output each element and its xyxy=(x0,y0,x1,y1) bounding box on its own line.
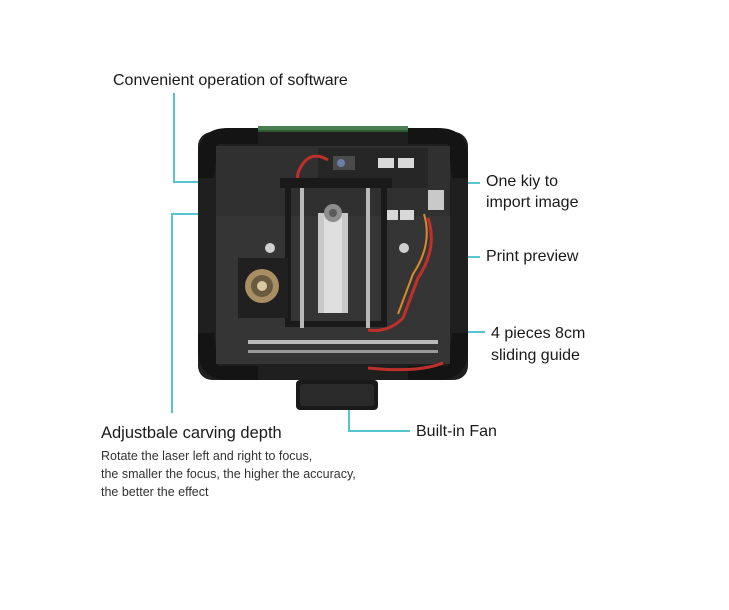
laser-engraver-image xyxy=(198,126,468,410)
red-wire xyxy=(294,154,329,189)
label-software: Convenient operation of software xyxy=(113,72,348,89)
label-import-line1: One kiy to xyxy=(486,173,559,190)
rail-bottom xyxy=(248,340,438,344)
label-guide-line1: 4 pieces 8cm xyxy=(491,325,586,342)
label-fan: Built-in Fan xyxy=(416,423,497,440)
depth-desc-line1: Rotate the laser left and right to focus… xyxy=(101,449,313,463)
depth-desc-line3: the better the effect xyxy=(101,485,209,499)
depth-desc-line2: the smaller the focus, the higher the ac… xyxy=(101,467,356,481)
label-depth-title: Adjustbale carving depth xyxy=(101,424,282,442)
rail-right xyxy=(366,188,370,328)
leader-fan-horizontal xyxy=(348,430,410,432)
label-import-line2: import image xyxy=(486,194,579,211)
rail-left xyxy=(300,188,304,328)
leader-software-vertical xyxy=(173,93,175,182)
leader-fan-vertical xyxy=(348,397,350,432)
label-guide-line2: sliding guide xyxy=(491,347,580,364)
leader-depth-vertical xyxy=(171,213,173,413)
label-preview: Print preview xyxy=(486,248,579,265)
